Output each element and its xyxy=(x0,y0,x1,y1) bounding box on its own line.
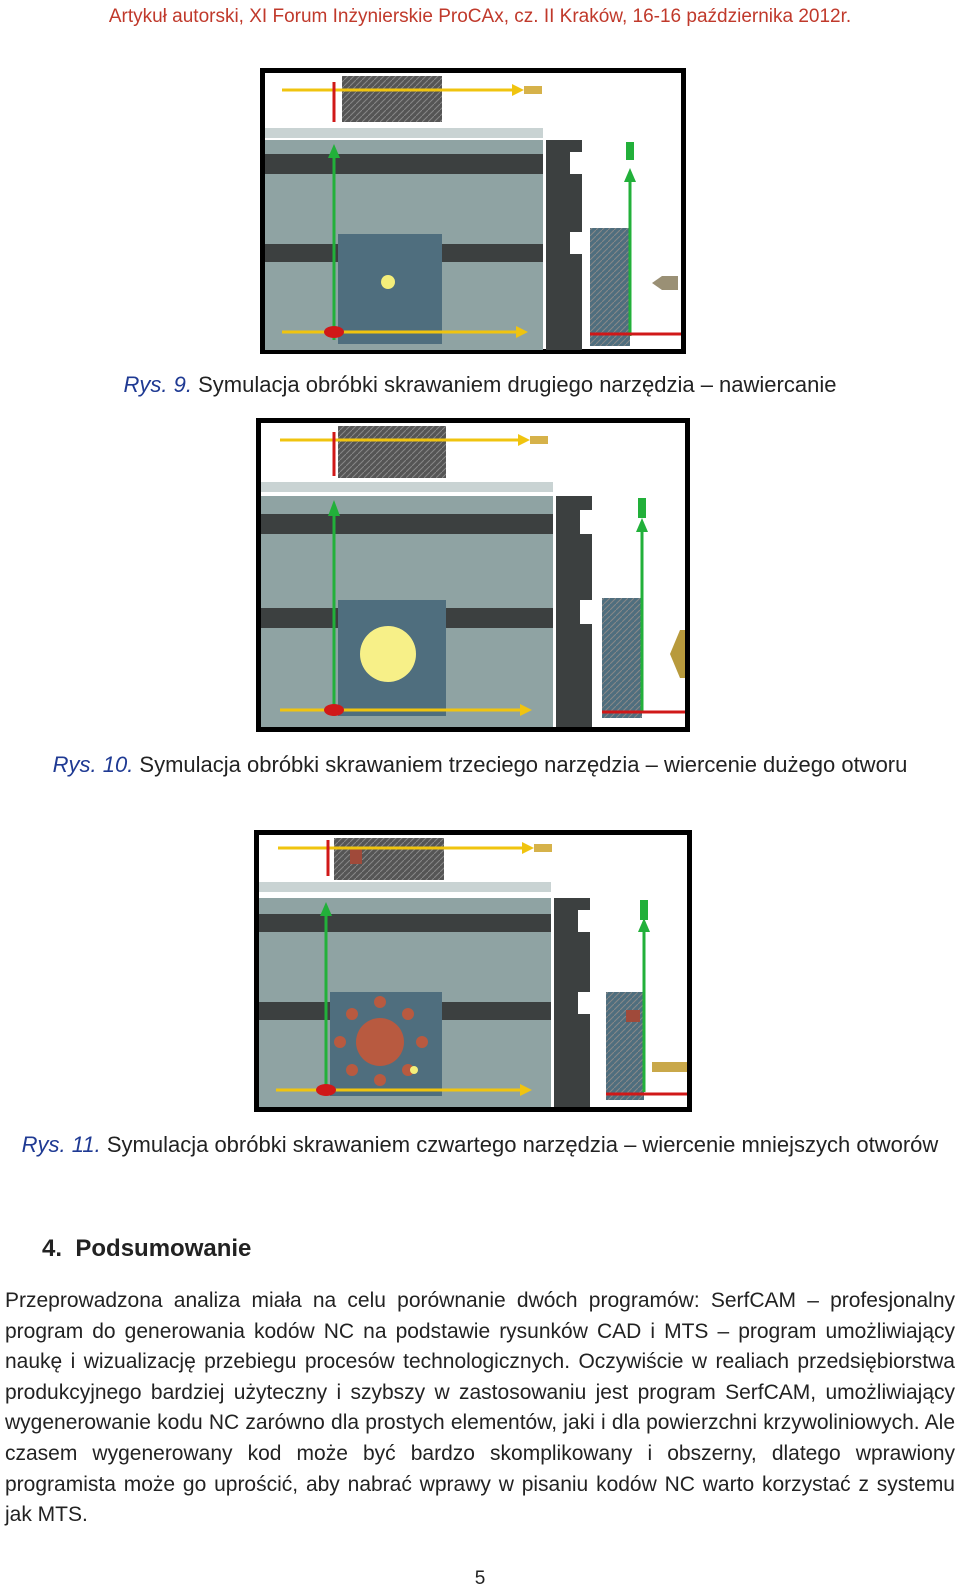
figure-11-label: Rys. 11. xyxy=(21,1132,101,1157)
figure-10-simulation xyxy=(256,418,690,732)
figure-11-text: Symulacja obróbki skrawaniem czwartego n… xyxy=(100,1132,939,1157)
figure-11-simulation xyxy=(254,830,692,1112)
large-drill-tool xyxy=(670,630,685,678)
figure-9-text: Symulacja obróbki skrawaniem drugiego na… xyxy=(192,372,837,397)
section-title: Podsumowanie xyxy=(75,1235,252,1262)
figure-9-caption: Rys. 9. Symulacja obróbki skrawaniem dru… xyxy=(0,368,960,401)
drill-point xyxy=(381,275,395,289)
simulation-view-11 xyxy=(259,835,687,1107)
page-number: 5 xyxy=(474,1568,486,1589)
section-number: 4. xyxy=(42,1235,63,1262)
page-header: Artykuł autorski, XI Forum Inżynierskie … xyxy=(108,6,852,27)
figure-10-label: Rys. 10. xyxy=(52,752,134,777)
figure-11-caption: Rys. 11. Symulacja obróbki skrawaniem cz… xyxy=(0,1128,960,1161)
figure-9-label: Rys. 9. xyxy=(123,372,192,397)
large-hole xyxy=(360,626,416,682)
workpiece xyxy=(338,234,442,344)
figure-9-simulation xyxy=(260,68,686,354)
simulation-view-9 xyxy=(265,73,681,350)
section-heading: 4. Podsumowanie xyxy=(42,1235,251,1263)
drill-tool xyxy=(652,276,678,290)
summary-paragraph: Przeprowadzona analiza miała na celu por… xyxy=(5,1289,955,1527)
figure-10-caption: Rys. 10. Symulacja obróbki skrawaniem tr… xyxy=(0,748,960,781)
small-drill-tool-top xyxy=(350,848,362,864)
figure-10-text: Symulacja obróbki skrawaniem trzeciego n… xyxy=(133,752,908,777)
center-hole xyxy=(356,1018,404,1066)
simulation-view-10 xyxy=(261,423,685,727)
side-drill-tool xyxy=(652,1062,687,1072)
